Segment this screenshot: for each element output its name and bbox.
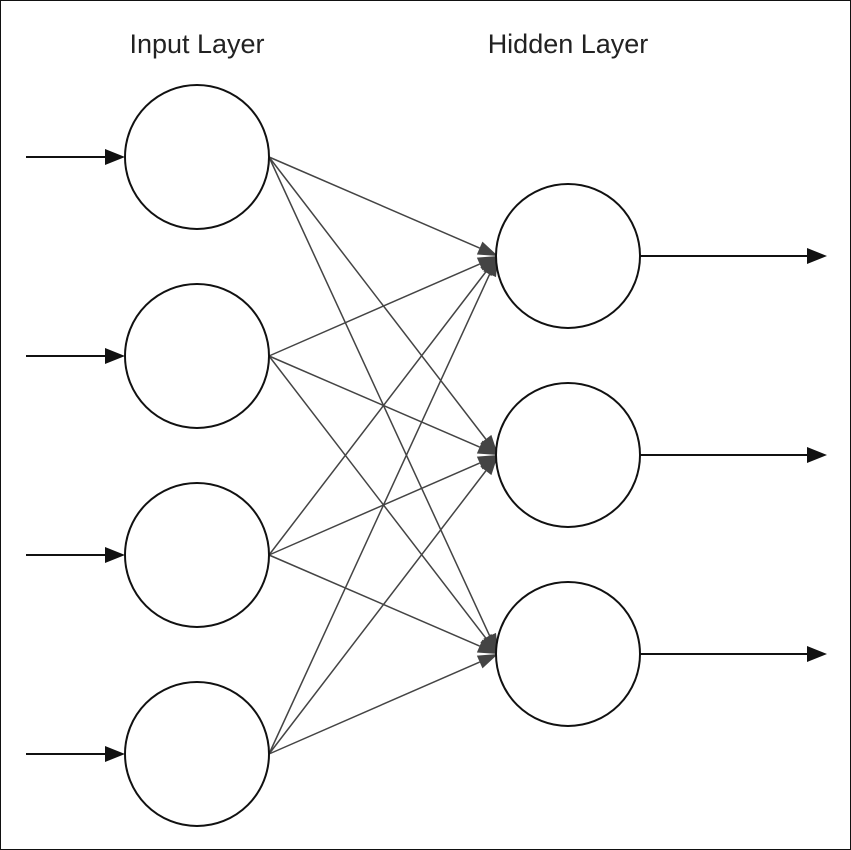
input-arrowhead bbox=[105, 348, 125, 364]
connection-arrowhead bbox=[483, 256, 498, 278]
connection-line bbox=[268, 156, 491, 637]
input-neuron bbox=[124, 482, 270, 628]
input-layer-title: Input Layer bbox=[129, 29, 264, 59]
hidden-neuron bbox=[495, 183, 641, 329]
connection-line bbox=[268, 462, 480, 556]
connection-arrowhead bbox=[480, 455, 498, 476]
connection-line bbox=[268, 554, 480, 647]
connection-arrowhead bbox=[476, 440, 498, 455]
connection-arrowhead bbox=[480, 434, 498, 455]
output-arrowhead bbox=[807, 447, 827, 463]
connection-arrowhead bbox=[480, 633, 498, 654]
connection-line bbox=[268, 355, 487, 639]
io-arrows bbox=[26, 149, 827, 762]
connections bbox=[268, 156, 498, 755]
connection-line bbox=[268, 156, 480, 249]
connection-arrowhead bbox=[476, 654, 498, 669]
output-arrowhead bbox=[807, 248, 827, 264]
hidden-neuron bbox=[495, 581, 641, 727]
connection-line bbox=[268, 661, 480, 755]
input-neuron bbox=[124, 283, 270, 429]
connection-line bbox=[268, 263, 480, 357]
connection-line bbox=[268, 156, 487, 440]
hidden-layer-title: Hidden Layer bbox=[488, 29, 649, 59]
output-arrowhead bbox=[807, 646, 827, 662]
connection-line bbox=[268, 470, 487, 755]
hidden-neuron bbox=[495, 382, 641, 528]
connection-line bbox=[268, 355, 480, 448]
input-arrowhead bbox=[105, 149, 125, 165]
input-neuron bbox=[124, 84, 270, 230]
connection-arrowhead bbox=[476, 241, 498, 256]
input-neuron bbox=[124, 681, 270, 827]
neurons bbox=[124, 84, 641, 827]
input-arrowhead bbox=[105, 547, 125, 563]
input-arrowhead bbox=[105, 746, 125, 762]
connection-line bbox=[268, 273, 491, 755]
connection-line bbox=[268, 271, 487, 556]
connection-arrowhead bbox=[476, 639, 498, 654]
